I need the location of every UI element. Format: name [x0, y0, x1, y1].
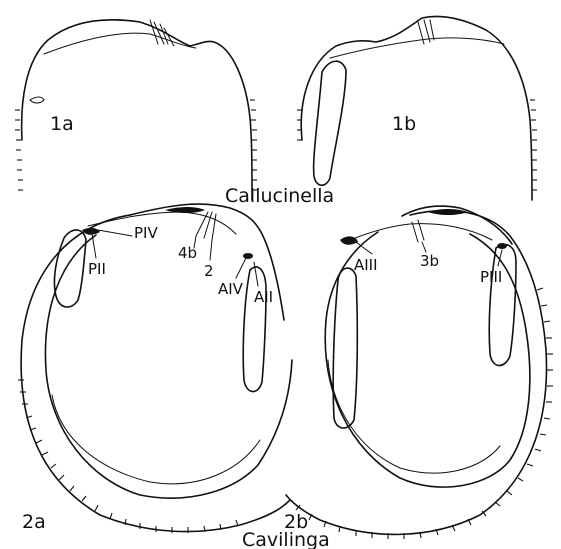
valve-2b-outline — [286, 211, 546, 535]
panel-1a-number: 1a — [50, 113, 74, 135]
valve-1a-tooth — [30, 97, 44, 103]
valve-2b-ligament — [428, 209, 468, 215]
valve-1b-outline — [301, 17, 532, 201]
valve-2a-aii-socket — [243, 253, 253, 259]
panel-2a-number: 2a — [22, 511, 46, 533]
valve-2a-2-leader — [210, 240, 212, 260]
label-4b: 4b — [178, 244, 197, 262]
valve-2a-pii-socket — [82, 228, 100, 235]
panel-1b-number: 1b — [392, 113, 416, 135]
label-aiii: AIII — [354, 256, 378, 274]
valve-2a-cardinal-teeth — [196, 212, 216, 240]
valve-2b-piii-socket — [497, 243, 507, 249]
valve-2a-pii-leader — [92, 234, 96, 258]
genus-label-top: Callucinella — [225, 185, 334, 207]
valve-2a-posterior-scar — [243, 267, 266, 392]
label-piii: PIII — [480, 268, 502, 286]
valve-2a-aii-leader — [254, 262, 258, 286]
valve-2b-3b-leader — [422, 242, 426, 252]
label-3b: 3b — [420, 252, 439, 270]
valve-1b-muscle-scar — [314, 61, 346, 185]
label-pii: PII — [88, 260, 106, 278]
genus-label-bottom: Cavilinga — [242, 529, 330, 549]
valve-2a-outline — [21, 215, 290, 532]
panel-1b-valve — [297, 17, 537, 201]
panel-2a-valve — [18, 204, 292, 533]
valve-2a-aiv-leader — [236, 258, 246, 278]
valve-2a-pallial-line — [52, 395, 260, 484]
panel-1a-valve — [15, 20, 257, 200]
label-aiv: AIV — [218, 280, 244, 298]
valve-2a-piv-leader — [98, 230, 132, 236]
label-aii: AII — [254, 288, 273, 306]
valve-1b-margin-ticks — [297, 100, 537, 190]
valve-1a-outline — [22, 20, 252, 200]
label-2: 2 — [204, 262, 214, 280]
valve-2a-margin-ticks — [18, 380, 238, 533]
label-piv: PIV — [134, 224, 158, 242]
valve-1a-ligament — [150, 20, 174, 46]
